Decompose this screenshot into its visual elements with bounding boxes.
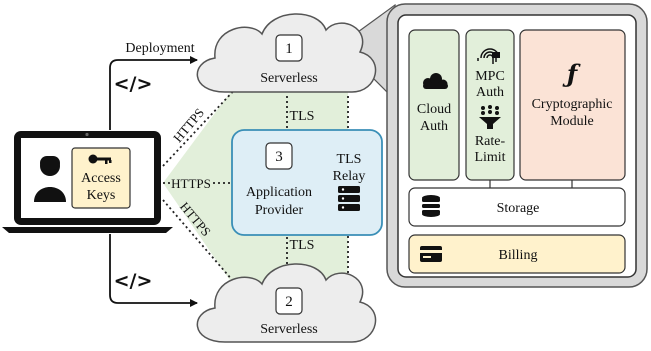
serverless-1-number: 1 xyxy=(285,41,293,57)
crypto-module-line1: Cryptographic xyxy=(532,97,613,112)
serverless-2-badge xyxy=(275,287,303,315)
fingerprint-lock-icon xyxy=(477,48,500,64)
storage-box xyxy=(408,187,626,227)
function-icon: ƒ xyxy=(562,59,581,88)
cloud-icon xyxy=(423,73,448,89)
user-icon xyxy=(34,156,66,202)
billing-label: Billing xyxy=(499,248,538,263)
deployment-arrow-bottom xyxy=(109,234,198,307)
app-provider-line1: Application xyxy=(246,185,312,200)
code-icon-bottom: </> xyxy=(114,270,153,292)
rate-limit-line2: Limit xyxy=(474,150,505,165)
cloud-auth-line1: Cloud xyxy=(417,102,451,117)
rate-limit-funnel-icon xyxy=(479,105,501,129)
database-icon xyxy=(422,195,440,217)
billing-box xyxy=(408,234,626,274)
cloud-auth-line2: Auth xyxy=(420,119,448,134)
access-keys-line2: Keys xyxy=(87,188,116,203)
app-provider-number: 3 xyxy=(275,149,283,165)
serverless-2-number: 2 xyxy=(285,294,293,310)
serverless-1-label: Serverless xyxy=(260,71,318,86)
tls-label-top: TLS xyxy=(290,109,315,124)
mpc-auth-line1: MPC xyxy=(475,69,505,84)
deployment-label: Deployment xyxy=(125,41,194,56)
access-keys-line1: Access xyxy=(81,171,121,186)
crypto-module-line2: Module xyxy=(550,114,594,129)
serverless-1-badge xyxy=(275,34,303,62)
access-keys-box xyxy=(71,147,131,209)
deployment-arrow-top xyxy=(109,56,198,130)
storage-label: Storage xyxy=(497,201,540,216)
tls-label-bottom: TLS xyxy=(290,238,315,253)
mpc-auth-line2: Auth xyxy=(476,85,504,100)
tls-relay-line2: Relay xyxy=(333,169,366,184)
storage-connectors xyxy=(489,180,573,188)
cloud-auth-box xyxy=(408,29,460,181)
rate-limit-line1: Rate- xyxy=(475,134,506,149)
app-provider-line2: Provider xyxy=(255,203,304,218)
https-label-middle: HTTPS xyxy=(171,176,211,191)
code-icon-top: </> xyxy=(114,73,153,95)
key-icon xyxy=(88,154,112,164)
server-icon xyxy=(338,186,360,211)
credit-card-icon xyxy=(420,246,442,262)
tls-relay-line1: TLS xyxy=(337,152,362,167)
serverless-2-label: Serverless xyxy=(260,322,318,337)
crypto-module-box xyxy=(519,29,626,181)
app-provider-badge xyxy=(265,142,293,170)
